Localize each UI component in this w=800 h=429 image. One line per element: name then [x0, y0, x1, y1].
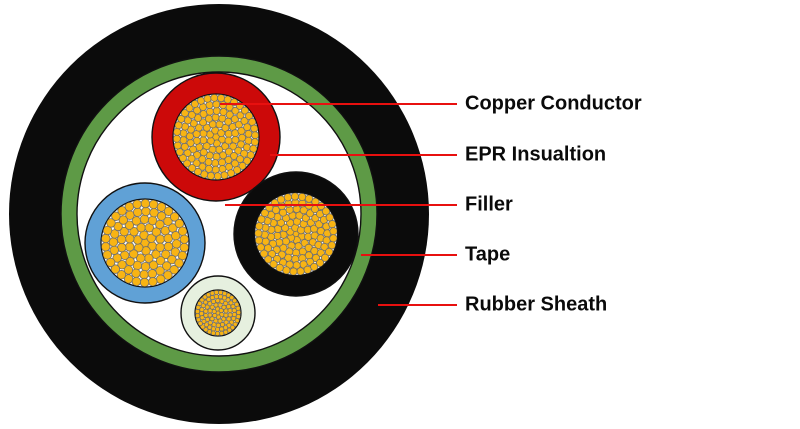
- core-blue: [84, 182, 206, 304]
- core-pale: [180, 275, 256, 351]
- core-pale-strands: [195, 290, 241, 336]
- core-red-strands: [173, 94, 259, 180]
- label-epr-insulation: EPR Insualtion: [465, 143, 607, 166]
- label-copper-conductor: Copper Conductor: [465, 92, 642, 115]
- label-tape: Tape: [465, 243, 511, 266]
- core-black: [233, 171, 359, 297]
- label-rubber-sheath: Rubber Sheath: [465, 293, 608, 316]
- core-blue-strands: [101, 199, 189, 287]
- core-red: [151, 72, 281, 202]
- label-filler: Filler: [465, 193, 513, 216]
- core-black-strands: [254, 192, 338, 276]
